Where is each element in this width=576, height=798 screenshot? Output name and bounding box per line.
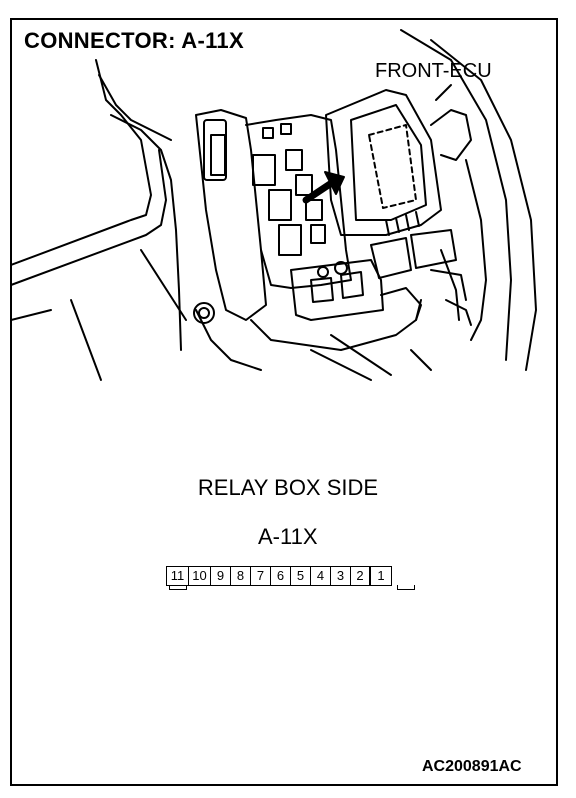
connector-pin: 8	[231, 567, 251, 585]
connector-pin: 2	[351, 567, 371, 585]
connector-pin-face: 11 10 9 8 7 6 5 4 3 2 1	[166, 566, 392, 586]
connector-pin: 7	[251, 567, 271, 585]
connector-lock-key-right	[397, 585, 415, 590]
figure-code: AC200891AC	[422, 758, 522, 775]
connector-pin: 11	[167, 567, 189, 585]
connector-pin: 5	[291, 567, 311, 585]
connector-lock-key-left	[169, 585, 187, 590]
connector-pin: 4	[311, 567, 331, 585]
connector-pin: 10	[189, 567, 211, 585]
front-ecu-label: FRONT-ECU	[375, 60, 492, 82]
connector-title: CONNECTOR: A-11X	[24, 28, 244, 53]
engine-bay-illustration	[11, 29, 537, 381]
connector-id-label: A-11X	[258, 524, 318, 549]
connector-pin: 3	[331, 567, 351, 585]
relay-box-side-label: RELAY BOX SIDE	[197, 475, 379, 500]
connector-pin: 1	[377, 568, 385, 583]
connector-pin: 9	[211, 567, 231, 585]
diagram-frame	[10, 18, 558, 786]
connector-pin: 6	[271, 567, 291, 585]
